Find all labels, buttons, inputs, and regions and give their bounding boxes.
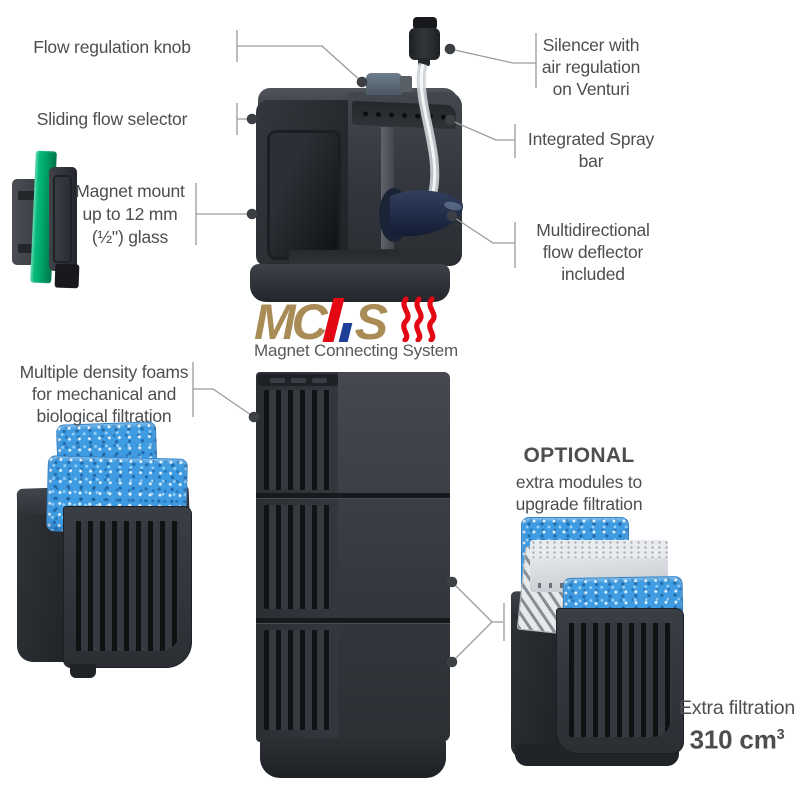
filter-media-cartridge: [530, 540, 668, 592]
label-spray-bar: Integrated Spray bar: [520, 128, 662, 172]
magnet-slot: [18, 244, 40, 253]
spray-hole: [440, 114, 446, 120]
magnet-mount-foot: [54, 263, 80, 289]
callout-dot: [444, 43, 456, 55]
magnet-mount-front-block: [49, 167, 77, 271]
module-vents: [264, 630, 330, 730]
silencer-nub: [418, 58, 430, 66]
spray-hole: [427, 113, 433, 119]
sliding-flow-selector-panel: [267, 130, 341, 260]
label-line: Integrated Spray: [527, 129, 655, 149]
mcs-logo-mc: MC: [254, 294, 328, 350]
label-line: (½") glass: [91, 227, 169, 247]
filter-module-tower: [256, 372, 450, 742]
module-vents: [569, 623, 671, 737]
module-seam: [256, 618, 450, 624]
mcs-blue-bar: [338, 323, 353, 342]
foam-module-foot: [70, 664, 96, 678]
foam-module-front-face: [63, 506, 192, 668]
outlet-bracket: [381, 127, 394, 249]
spray-hole: [362, 110, 368, 116]
label-flow-regulation-knob: Flow regulation knob: [33, 37, 191, 57]
magnet-slot: [18, 191, 40, 200]
tower-right-face: [338, 372, 450, 742]
label-density-foams: Multiple density foams for mechanical an…: [2, 361, 206, 427]
frame-slot: [290, 377, 306, 383]
label-line: biological filtration: [36, 406, 172, 426]
frame-slot: [311, 377, 327, 383]
label-silencer: Silencer with air regulation on Venturi: [520, 34, 662, 100]
spray-hole: [375, 111, 381, 117]
value-text: 310 cm: [689, 724, 777, 755]
label-line: extra modules to: [515, 472, 643, 492]
extra-filtration-note: Extra filtration 310 cm3: [663, 697, 800, 755]
optional-note: OPTIONAL extra modules to upgrade filtra…: [498, 444, 660, 515]
module-vents: [264, 505, 330, 609]
label-line: for mechanical and: [31, 384, 177, 404]
label-magnet-mount: Magnet mount up to 12 mm (½") glass: [45, 180, 215, 249]
label-line: Multiple density foams: [19, 362, 189, 382]
tower-base: [260, 738, 446, 778]
mcs-logo-s: S: [354, 294, 388, 350]
label-line: bar: [578, 151, 604, 171]
callout-optional-modules: [451, 581, 505, 663]
magnet-mount-detail: [53, 175, 72, 263]
cartridge-top-face: [530, 540, 668, 558]
module-vents: [264, 390, 330, 490]
silencer-body: [409, 28, 440, 60]
extra-filtration-value: 310 cm3: [663, 720, 800, 755]
mcs-logo-bars: [322, 298, 353, 342]
optional-title: OPTIONAL: [523, 444, 635, 467]
frame-slot: [269, 377, 285, 383]
optional-module-front-face: [556, 608, 684, 754]
label-line: flow deflector: [542, 242, 644, 262]
flow-regulation-knob: [366, 73, 412, 95]
label-line: air regulation: [541, 57, 641, 77]
callout-sliding-selector: [236, 103, 247, 135]
label-line: included: [561, 264, 625, 284]
silencer-cap: [413, 17, 437, 30]
tower-top-frame: [258, 374, 338, 386]
spray-hole: [388, 111, 394, 118]
value-exponent: 3: [776, 727, 785, 743]
spray-hole: [401, 112, 407, 118]
mcs-logo: MC S: [254, 294, 442, 350]
callout-flow-knob: [236, 30, 363, 83]
spray-hole: [414, 112, 420, 119]
label-line: up to 12 mm: [82, 204, 178, 224]
module-seam: [256, 493, 450, 499]
label-sliding-flow-selector: Sliding flow selector: [36, 109, 188, 129]
spray-bar-holes: [352, 100, 456, 130]
extra-filtration-label: Extra filtration: [678, 697, 795, 719]
label-line: Multidirectional: [536, 220, 650, 240]
heat-waves-icon: [401, 296, 437, 342]
label-line: on Venturi: [552, 79, 630, 99]
label-line: Silencer with: [542, 35, 640, 55]
module-vents: [76, 521, 179, 651]
pump-base: [250, 264, 450, 302]
label-line: Magnet mount: [75, 181, 185, 201]
label-flow-deflector: Multidirectional flow deflector included: [522, 219, 664, 285]
label-line: upgrade filtration: [515, 494, 643, 514]
mcs-subtitle: Magnet Connecting System: [253, 341, 459, 360]
